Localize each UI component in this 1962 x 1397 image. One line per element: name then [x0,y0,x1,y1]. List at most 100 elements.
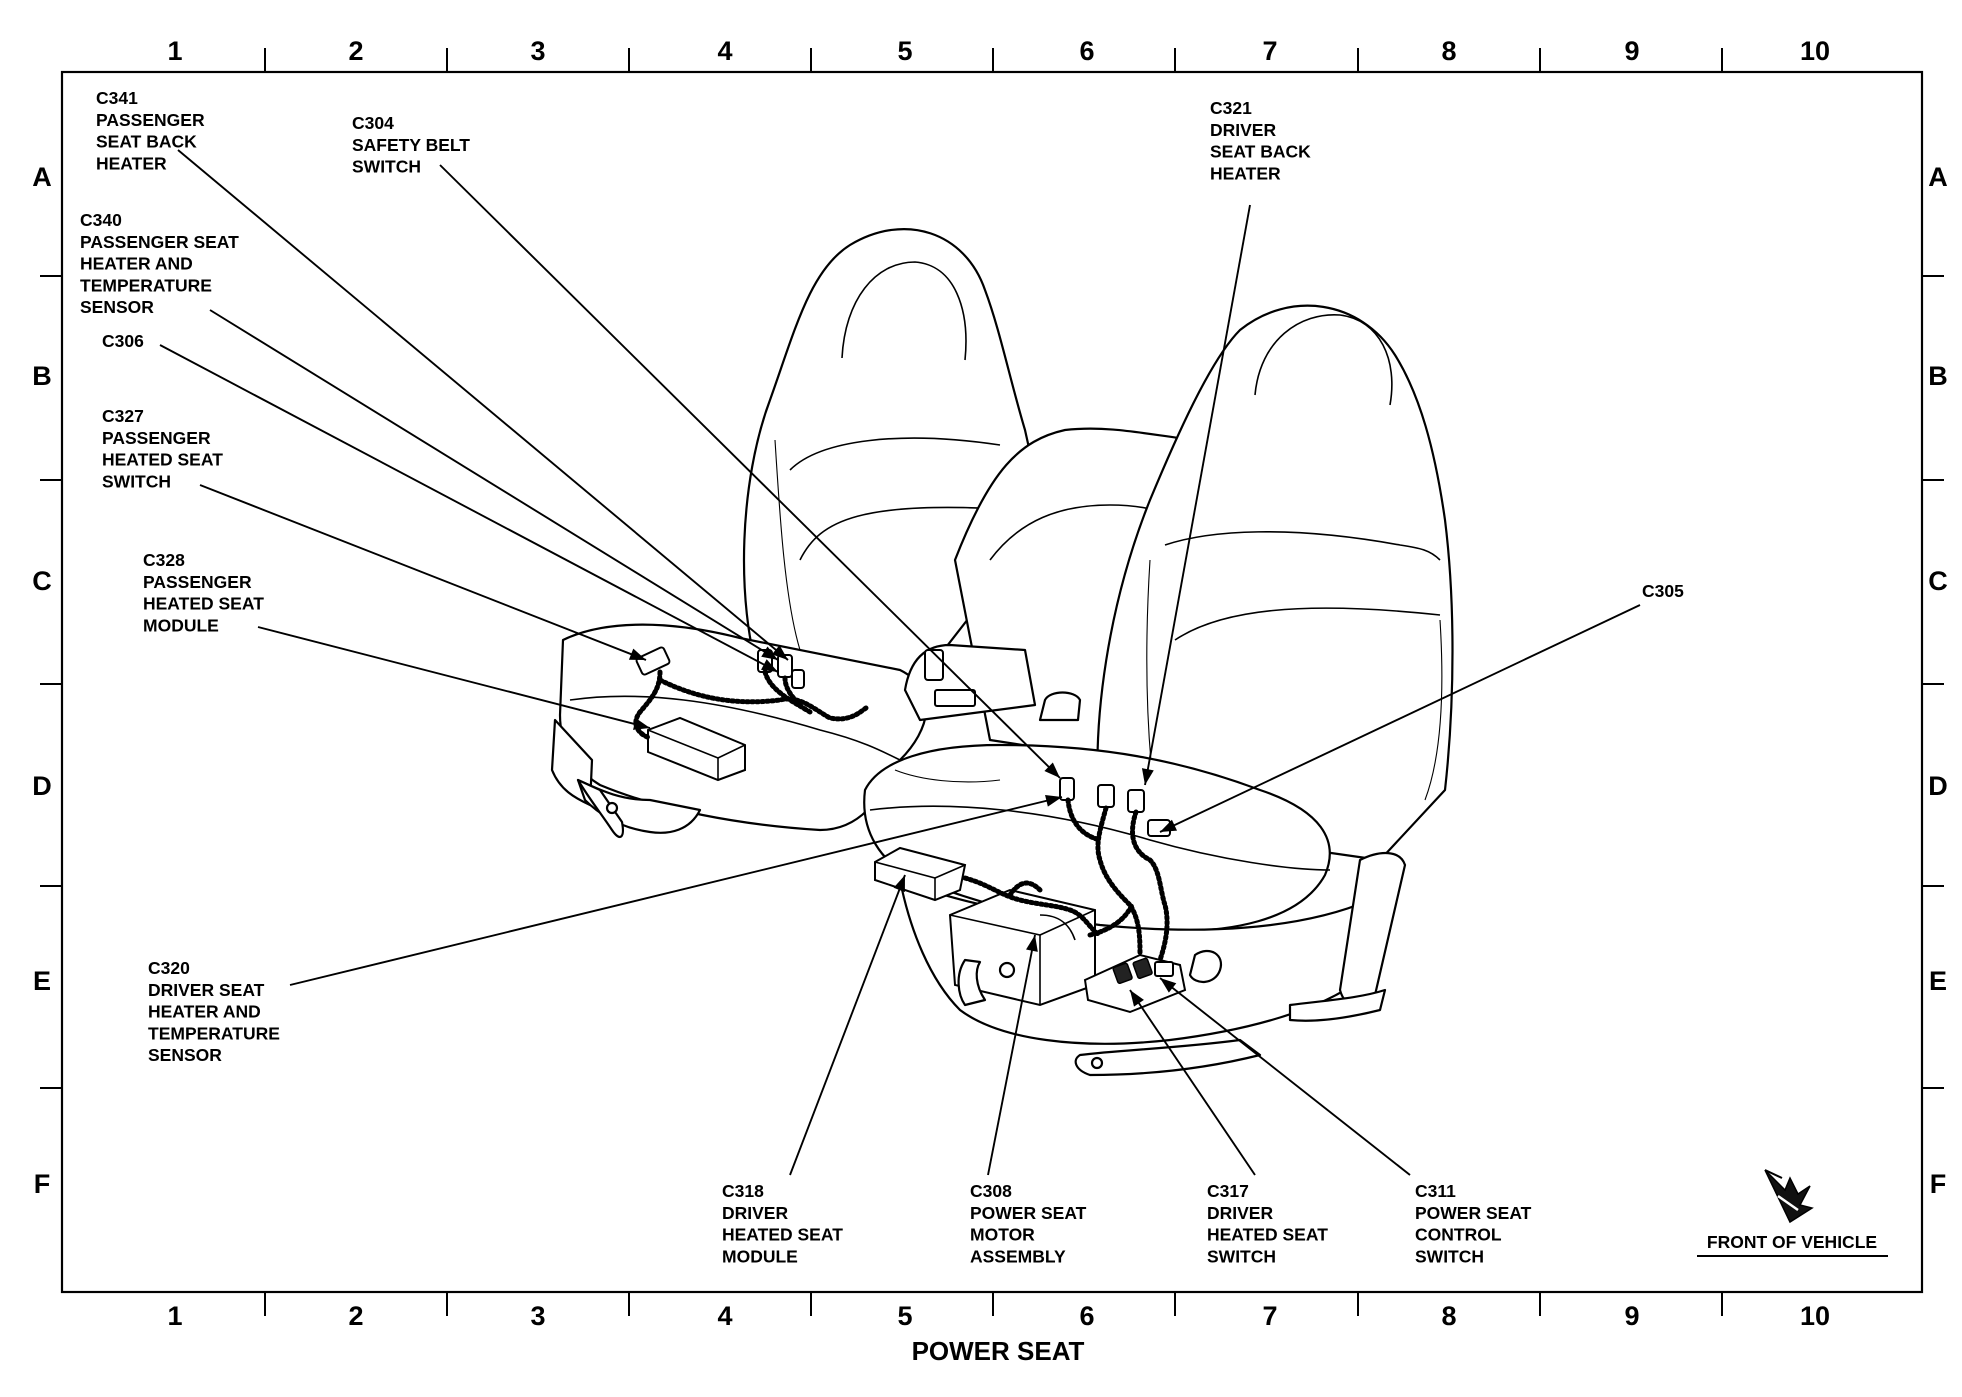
callout-line: HEATED SEAT [722,1225,843,1245]
callout-line: MODULE [143,615,219,635]
column-label-top: 2 [348,36,363,66]
callout-line: C327 [102,406,144,426]
front-arrow-icon [1764,1169,1814,1224]
column-label-top: 5 [897,36,912,66]
callout-line: SWITCH [102,471,171,491]
front-of-vehicle-indicator: FRONT OF VEHICLE [1697,1169,1888,1257]
driver-seat-back [1096,304,1454,862]
callout-line: C317 [1207,1181,1249,1201]
callout-line: SENSOR [80,297,154,317]
callout-line: C305 [1642,581,1684,601]
callout-line: SENSOR [148,1045,222,1065]
column-label-bottom: 2 [348,1301,363,1331]
column-label-top: 8 [1441,36,1456,66]
row-label-left: D [32,771,52,801]
callout-line: DRIVER [722,1203,788,1223]
arrowhead [1141,768,1154,785]
arrowhead [633,718,650,730]
leader-c306 [159,344,779,673]
arrowhead [1045,794,1062,807]
column-label-bottom: 6 [1079,1301,1094,1331]
arrowhead [893,875,905,893]
leader-arrowheads [628,645,1178,1007]
column-label-bottom: 9 [1624,1301,1639,1331]
arrowhead [761,646,778,660]
row-label-left: C [32,566,52,596]
callout-line: C311 [1415,1181,1456,1201]
callout-line: SEAT BACK [1210,142,1311,162]
leader-c304 [439,164,1061,779]
row-label-right: E [1929,966,1947,996]
callout-line: C318 [722,1181,764,1201]
arrowhead [1160,978,1177,993]
leader-c340 [209,309,779,661]
column-label-bottom: 5 [897,1301,912,1331]
callout-line: HEATER [1210,163,1281,183]
callout-line: MOTOR [970,1225,1035,1245]
callout-line: POWER SEAT [1415,1203,1532,1223]
leader-c318 [789,874,906,1176]
diagram-title: POWER SEAT [912,1336,1085,1366]
leader-c321 [1144,204,1251,786]
callout-line: C304 [352,113,394,133]
callout-line: DRIVER [1210,120,1276,140]
row-label-left: B [32,361,52,391]
callout-line: PASSENGER [102,428,211,448]
arrowhead [1130,990,1144,1007]
arrowhead [771,645,788,660]
callout-line: SEAT BACK [96,132,197,152]
callout-line: HEATER AND [148,1002,261,1022]
callout-line: PASSENGER [96,110,205,130]
leader-c328 [257,626,651,729]
leader-c308 [987,934,1036,1176]
column-label-top: 10 [1800,36,1830,66]
column-label-top: 3 [530,36,545,66]
row-label-right: F [1930,1169,1947,1199]
arrowhead [1044,762,1060,778]
column-label-bottom: 1 [167,1301,182,1331]
callout-line: DRIVER SEAT [148,980,265,1000]
column-label-bottom: 3 [530,1301,545,1331]
seat-illustration [550,228,1454,1077]
leader-lines [159,149,1641,1176]
callout-c305: C305 [1642,581,1684,601]
callout-line: CONTROL [1415,1225,1502,1245]
arrowhead [1160,819,1178,832]
callout-line: C320 [148,958,190,978]
column-label-top: 9 [1624,36,1639,66]
column-label-top: 6 [1079,36,1094,66]
row-label-right: A [1928,162,1948,192]
front-of-vehicle-label: FRONT OF VEHICLE [1707,1232,1877,1252]
column-label-bottom: 4 [717,1301,732,1331]
callout-line: HEATER AND [80,254,193,274]
callout-line: DRIVER [1207,1203,1273,1223]
column-label-top: 4 [717,36,732,66]
row-label-left: A [32,162,52,192]
leader-c305 [1159,604,1641,833]
leader-c320 [289,796,1063,986]
arrowhead [761,659,778,672]
row-label-right: C [1928,566,1948,596]
arrowhead [628,648,646,660]
callout-line: POWER SEAT [970,1203,1087,1223]
column-label-bottom: 10 [1800,1301,1830,1331]
callout-line: SWITCH [352,157,421,177]
callout-line: C341 [96,88,138,108]
callout-line: SAFETY BELT [352,135,470,155]
column-label-top: 7 [1262,36,1277,66]
callout-line: HEATER [96,153,167,173]
callout-line: HEATED SEAT [143,594,264,614]
callout-c306: C306 [102,331,144,351]
